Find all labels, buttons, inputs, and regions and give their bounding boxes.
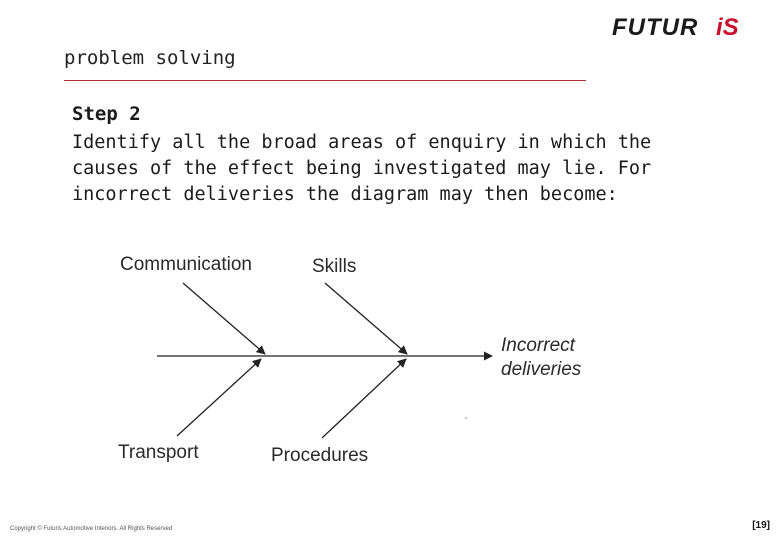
step-description-line: incorrect deliveries the diagram may the… [72,184,618,205]
effect-label-line1: Incorrect [501,335,575,356]
cause-skills-label: Skills [312,256,357,277]
stray-dot [465,417,467,419]
step-description-line: Identify all the broad areas of enquiry … [72,132,652,153]
cause-communication-label: Communication [120,254,252,275]
step-description: Identify all the broad areas of enquiry … [72,130,672,208]
step-heading: Step 2 [72,103,141,125]
svg-text:FUTUR: FUTUR [612,14,698,40]
bone-procedures-arrow [321,358,407,439]
title-divider [64,80,586,81]
bone-transport-arrow [176,358,262,437]
effect-label-line2: deliveries [501,359,582,380]
bone-skills-arrow [324,282,408,355]
cause-procedures-label: Procedures [271,445,369,466]
section-title: problem solving [64,47,236,69]
bone-communication-arrow [182,282,266,355]
copyright-notice: Copyright © Futuris Automotive Interiors… [10,526,173,532]
svg-text:iS: iS [716,14,739,40]
cause-transport-label: Transport [118,442,199,463]
page-number: [19] [752,520,770,531]
futuris-logo: FUTUR iS [612,14,739,40]
step-description-line: causes of the effect being investigated … [72,158,652,179]
